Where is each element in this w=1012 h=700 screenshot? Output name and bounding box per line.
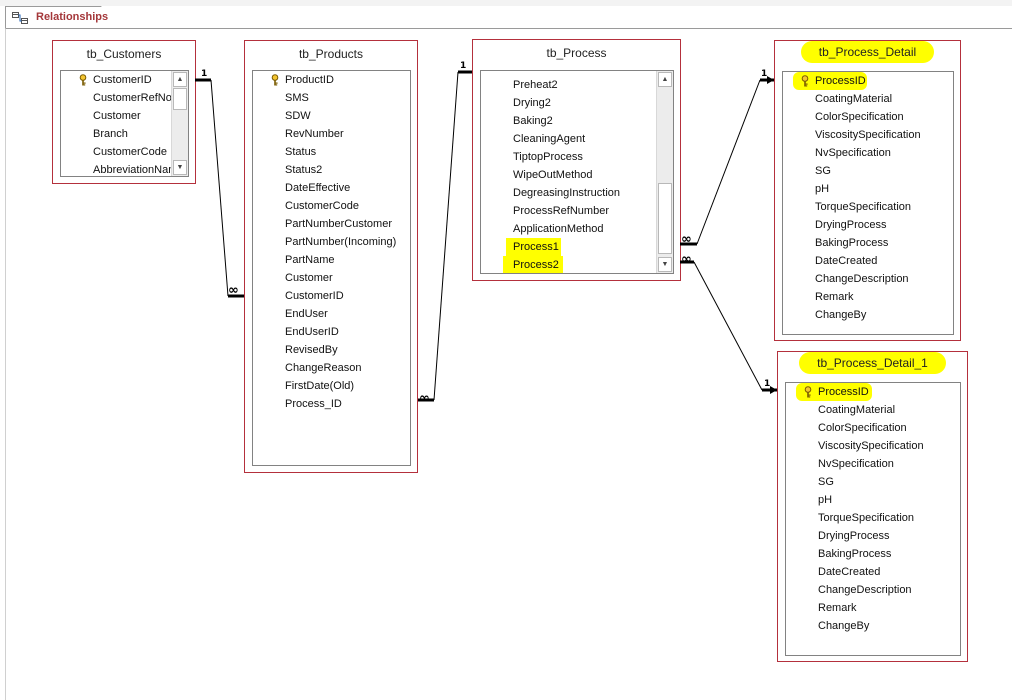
scroll-up-button[interactable]: ▲ (658, 72, 672, 87)
field-list[interactable]: ProcessID CoatingMaterial ColorSpecifica… (782, 71, 954, 335)
relationships-icon (12, 12, 28, 24)
tab-label: Relationships (36, 11, 109, 23)
vertical-scrollbar[interactable]: ▲ ▼ (656, 71, 673, 273)
primary-key-icon (804, 386, 812, 398)
scroll-down-button[interactable]: ▼ (658, 257, 672, 272)
vertical-scrollbar[interactable]: ▲ ▼ (171, 71, 188, 176)
table-tb-products[interactable]: tb_Products ProductID SMS SDW RevNumber … (244, 40, 418, 473)
primary-key-icon (801, 75, 809, 87)
scroll-thumb[interactable] (658, 183, 672, 254)
table-title[interactable]: tb_Products (298, 47, 364, 61)
table-title[interactable]: tb_Customers (86, 47, 162, 61)
table-title[interactable]: tb_Process (546, 46, 607, 60)
table-title[interactable]: tb_Process_Detail_1 (778, 352, 967, 374)
table-title[interactable]: tb_Process_Detail (775, 41, 960, 63)
field-list[interactable]: ProcessID CoatingMaterial ColorSpecifica… (785, 382, 961, 656)
primary-key-icon (79, 74, 87, 86)
scroll-up-button[interactable]: ▲ (173, 72, 187, 87)
tab-relationships[interactable]: Relationships (5, 6, 118, 28)
primary-key-icon (271, 74, 279, 86)
document-tab-bar: Relationships (0, 6, 1012, 28)
highlight-process2 (503, 256, 563, 273)
scroll-down-button[interactable]: ▼ (173, 160, 187, 175)
table-tb-process-detail-1[interactable]: tb_Process_Detail_1 ProcessID CoatingMat… (777, 351, 968, 662)
table-tb-process-detail[interactable]: tb_Process_Detail ProcessID CoatingMater… (774, 40, 961, 341)
table-tb-process[interactable]: tb_Process Preheat2 Drying2 Baking2 Clea… (472, 39, 681, 281)
highlight-processid (796, 383, 872, 401)
table-tb-customers[interactable]: tb_Customers CustomerID CustomerRefNo Cu… (52, 40, 196, 184)
field-list[interactable]: ProductID SMS SDW RevNumber Status Statu… (252, 70, 411, 466)
scroll-thumb[interactable] (173, 88, 187, 110)
field-list[interactable]: Preheat2 Drying2 Baking2 CleaningAgent T… (480, 70, 674, 274)
field-list[interactable]: CustomerID CustomerRefNo Customer Branch… (60, 70, 189, 177)
highlight-process1 (506, 238, 561, 256)
highlight-processid (793, 72, 867, 90)
